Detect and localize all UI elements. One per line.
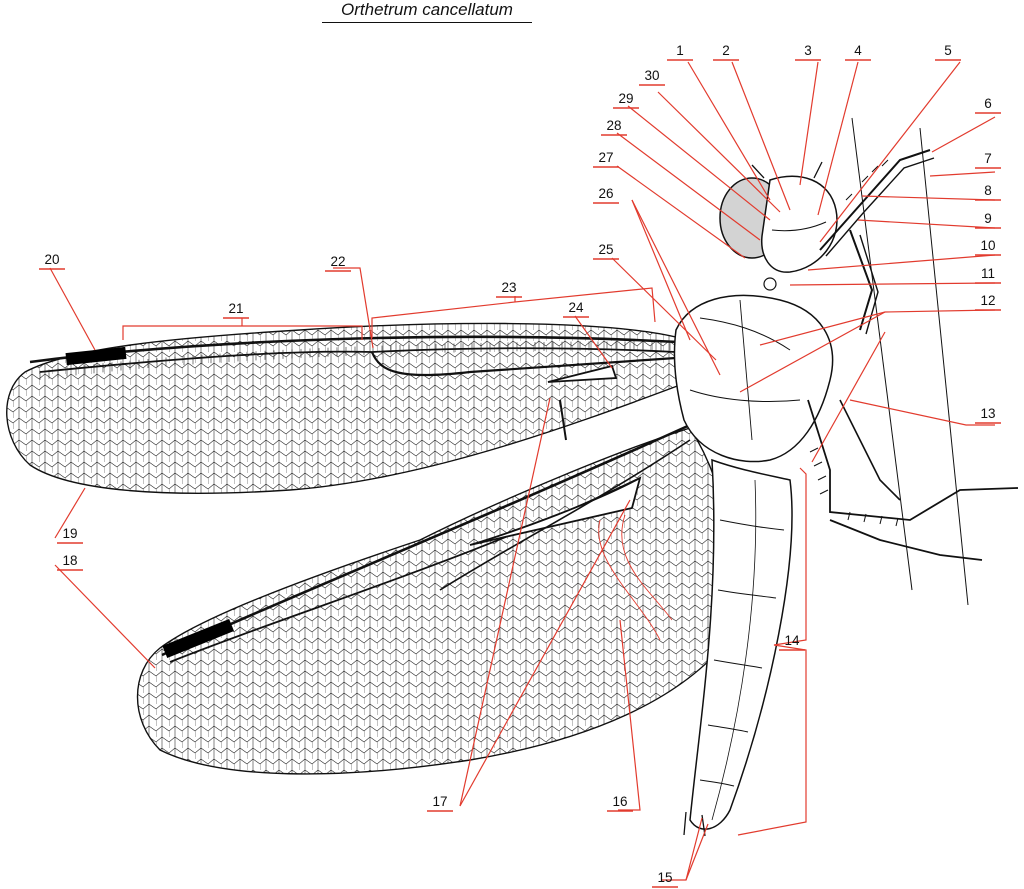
plant-stem — [851, 117, 969, 606]
callout-label-8: 8 — [984, 183, 992, 198]
callout-label-11: 11 — [981, 266, 995, 281]
callout-label-16: 16 — [612, 794, 627, 809]
callout-label-24: 24 — [568, 300, 584, 315]
callout-label-19: 19 — [62, 526, 77, 541]
callout-label-12: 12 — [980, 293, 995, 308]
callout-label-9: 9 — [984, 211, 992, 226]
callout-label-10: 10 — [980, 238, 995, 253]
callout-label-26: 26 — [598, 186, 613, 201]
legs — [807, 149, 1019, 561]
hind-wing-pterostigma — [162, 618, 235, 658]
callout-label-4: 4 — [854, 43, 862, 58]
callout-label-25: 25 — [598, 242, 613, 257]
thorax — [673, 294, 834, 463]
callout-label-13: 13 — [980, 406, 995, 421]
callout-label-20: 20 — [44, 252, 59, 267]
callout-label-23: 23 — [501, 280, 516, 295]
fore-wing-pterostigma — [65, 346, 127, 366]
callout-label-30: 30 — [644, 68, 659, 83]
leader-lines — [49, 61, 996, 881]
callout-label-28: 28 — [606, 118, 621, 133]
callout-label-1: 1 — [676, 43, 684, 58]
callout-label-5: 5 — [944, 43, 952, 58]
callout-label-14: 14 — [784, 633, 800, 648]
diagram-title: Orthetrum cancellatum — [322, 0, 532, 23]
callout-label-22: 22 — [330, 254, 345, 269]
callout-label-6: 6 — [984, 96, 992, 111]
callout-label-21: 21 — [228, 301, 243, 316]
fore-wing — [6, 322, 681, 494]
callout-label-27: 27 — [598, 150, 613, 165]
callout-label-29: 29 — [618, 91, 633, 106]
callout-label-7: 7 — [984, 151, 992, 166]
callout-label-15: 15 — [657, 870, 672, 885]
callout-label-3: 3 — [804, 43, 812, 58]
callout-label-18: 18 — [62, 553, 77, 568]
callout-label-17: 17 — [432, 794, 447, 809]
head — [719, 161, 838, 291]
callout-label-2: 2 — [722, 43, 730, 58]
